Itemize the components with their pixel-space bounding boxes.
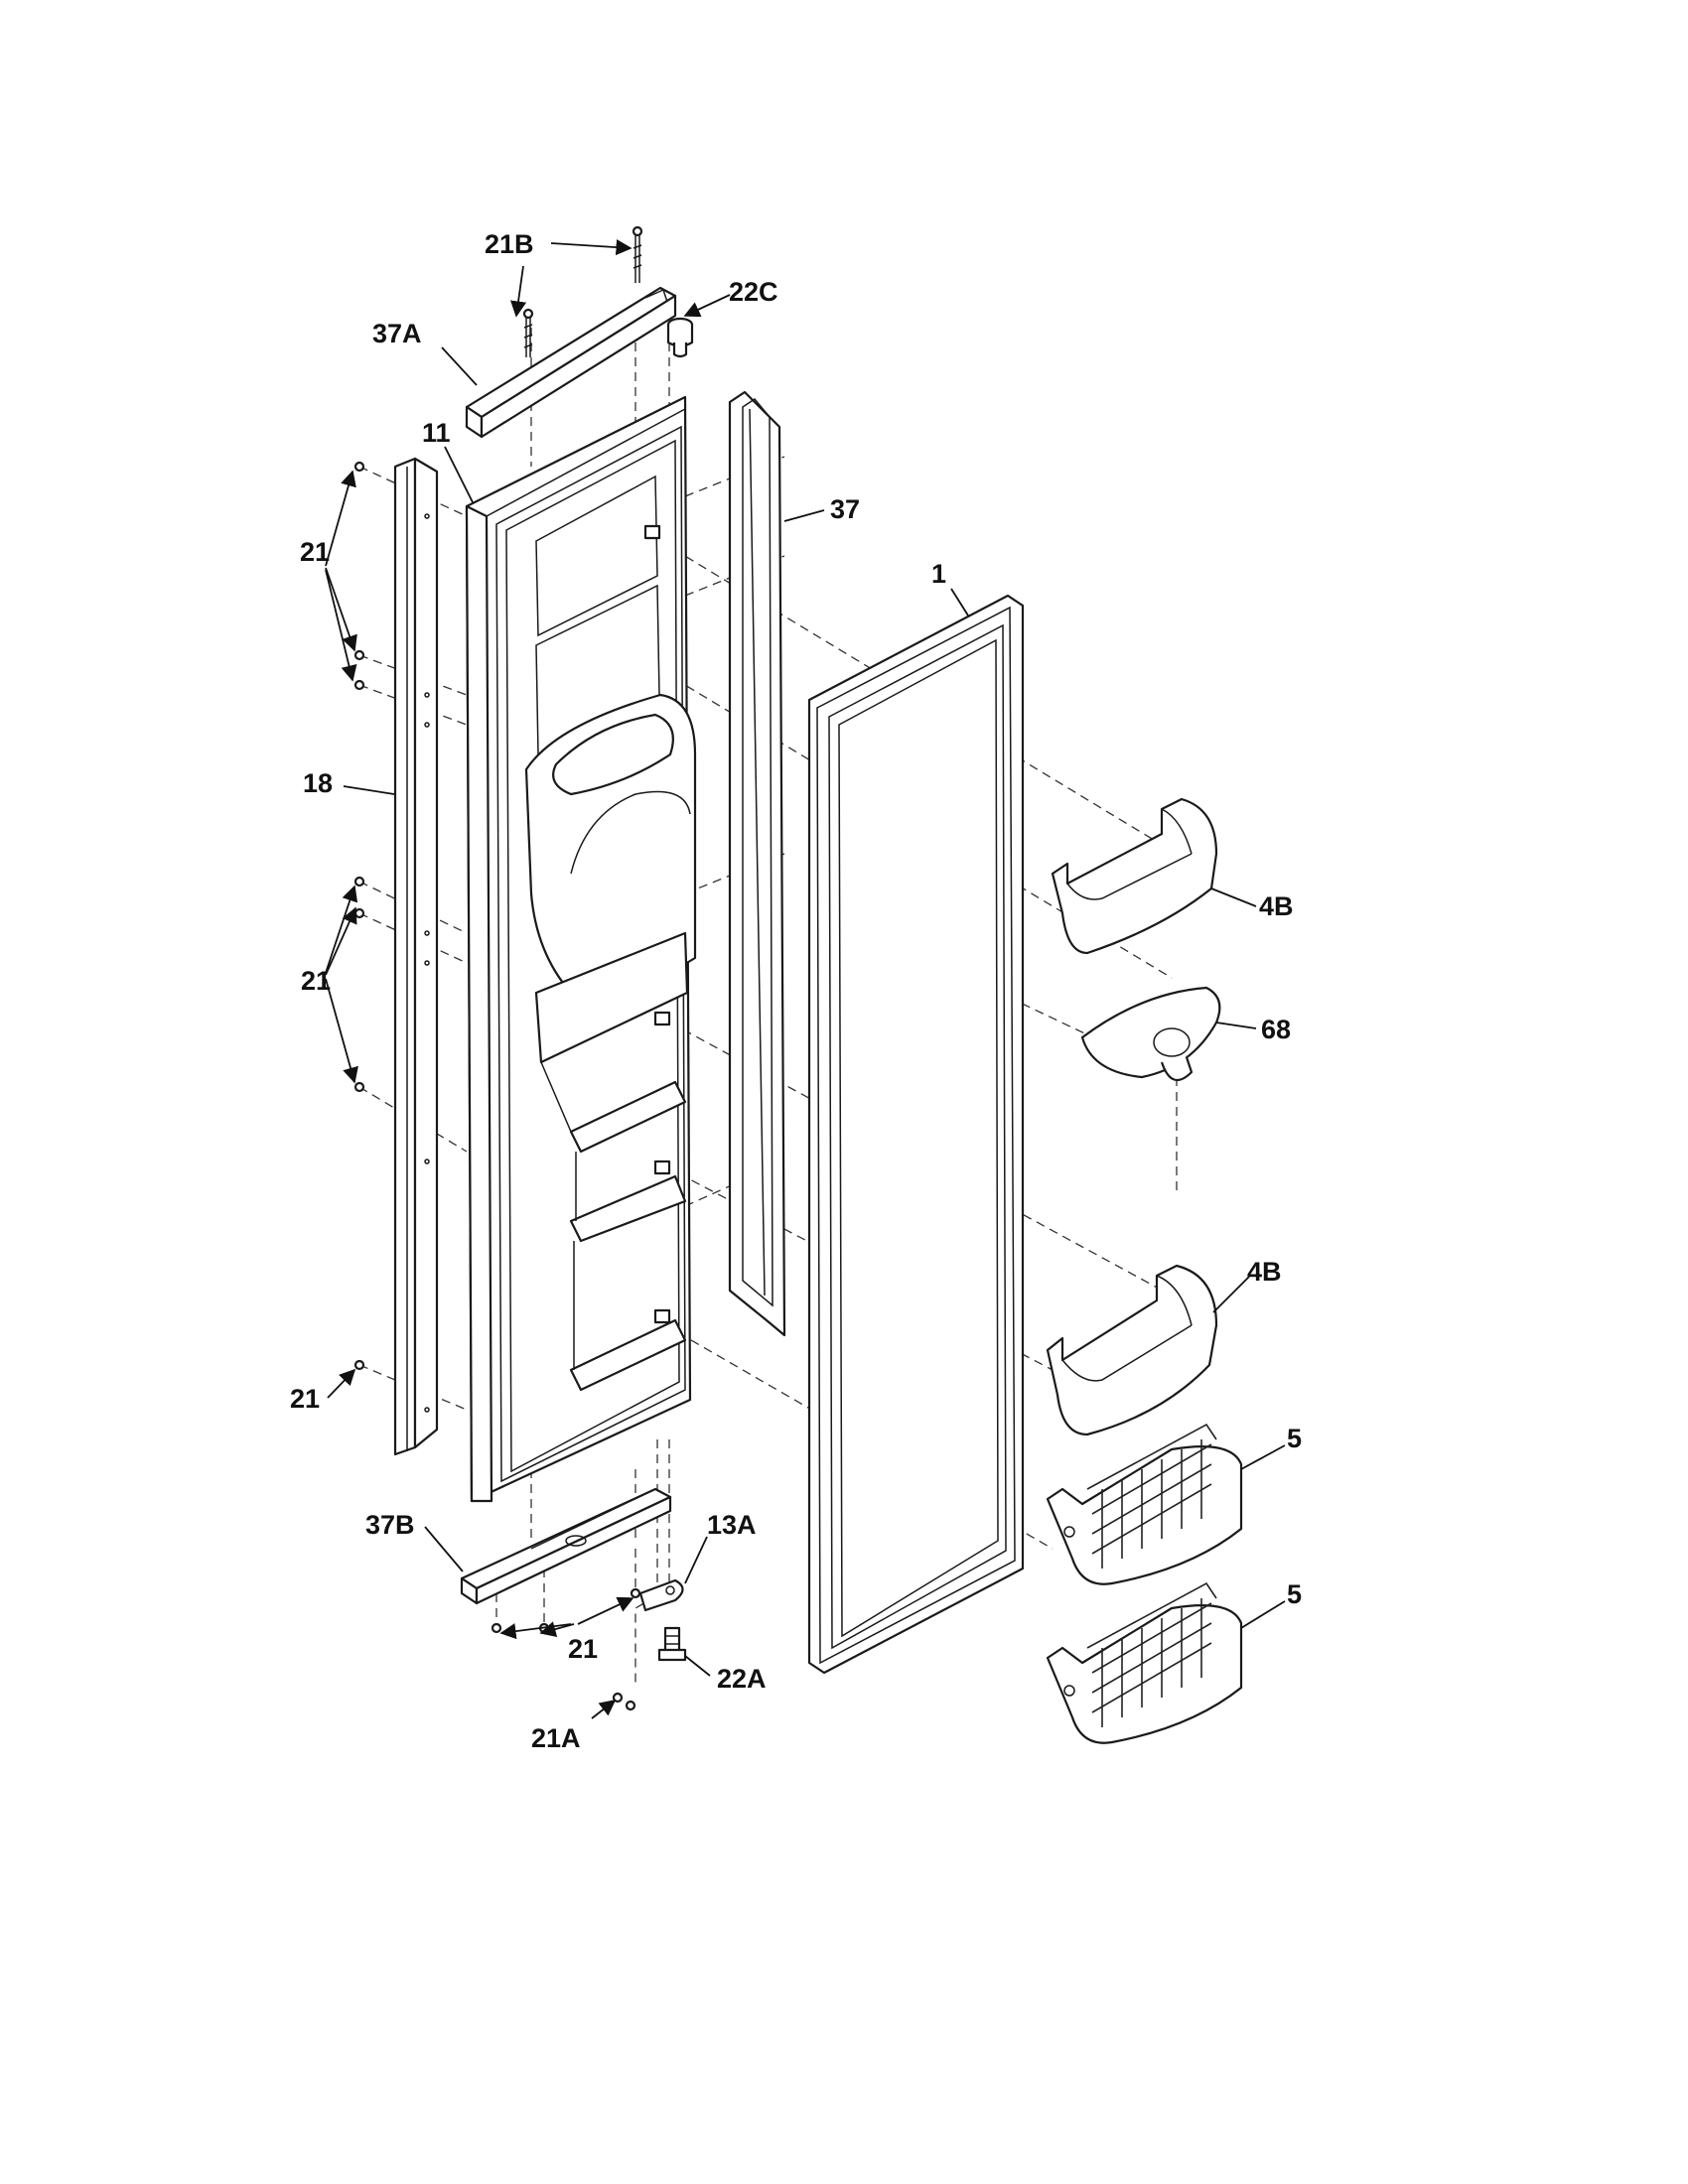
callout-37A: 37A [372, 319, 422, 348]
callout-18: 18 [303, 768, 333, 798]
callout-37B: 37B [365, 1510, 415, 1540]
door-gasket-1 [807, 594, 1025, 1675]
callout-22A: 22A [717, 1664, 767, 1694]
callout-37: 37 [830, 494, 860, 524]
callout-21-mid: 21 [301, 966, 331, 996]
screws-21A [612, 1692, 636, 1711]
door-bin-4B-lower [1046, 1264, 1218, 1436]
callout-21B: 21B [485, 229, 534, 259]
callout-1: 1 [931, 559, 946, 589]
left-trim-18 [393, 457, 439, 1456]
callout-21-low: 21 [290, 1384, 320, 1414]
callout-5-top: 5 [1287, 1424, 1302, 1453]
basket-bin-5-lower [1046, 1581, 1243, 1744]
top-cap-37A [465, 286, 677, 439]
callout-4B-bottom: 4B [1247, 1257, 1282, 1287]
right-trim-37 [728, 390, 786, 1337]
callout-13A: 13A [707, 1510, 757, 1540]
door-bin-4B-upper [1051, 797, 1218, 955]
callout-labels: 21B 22C 37A 11 37 21 1 18 4B 21 68 4B 21… [290, 229, 1302, 1753]
callout-21-top: 21 [300, 537, 330, 567]
callout-21A: 21A [531, 1723, 581, 1753]
callout-4B-top: 4B [1259, 891, 1294, 921]
door-liner-11 [465, 395, 697, 1503]
callout-21-bracket: 21 [568, 1634, 598, 1664]
basket-bin-5-upper [1046, 1423, 1243, 1585]
screws-21B [522, 225, 643, 357]
hinge-pin-22A [657, 1626, 687, 1662]
hinge-bushing-22C [666, 317, 694, 358]
callout-5-bottom: 5 [1287, 1579, 1302, 1609]
cup-68 [1080, 986, 1221, 1082]
hinge-plate-13A [638, 1578, 684, 1612]
callout-68: 68 [1261, 1015, 1291, 1044]
bottom-bracket-37B [460, 1487, 672, 1605]
leader-lines [325, 239, 1286, 1719]
callout-11: 11 [422, 418, 451, 448]
callout-22C: 22C [729, 277, 778, 307]
